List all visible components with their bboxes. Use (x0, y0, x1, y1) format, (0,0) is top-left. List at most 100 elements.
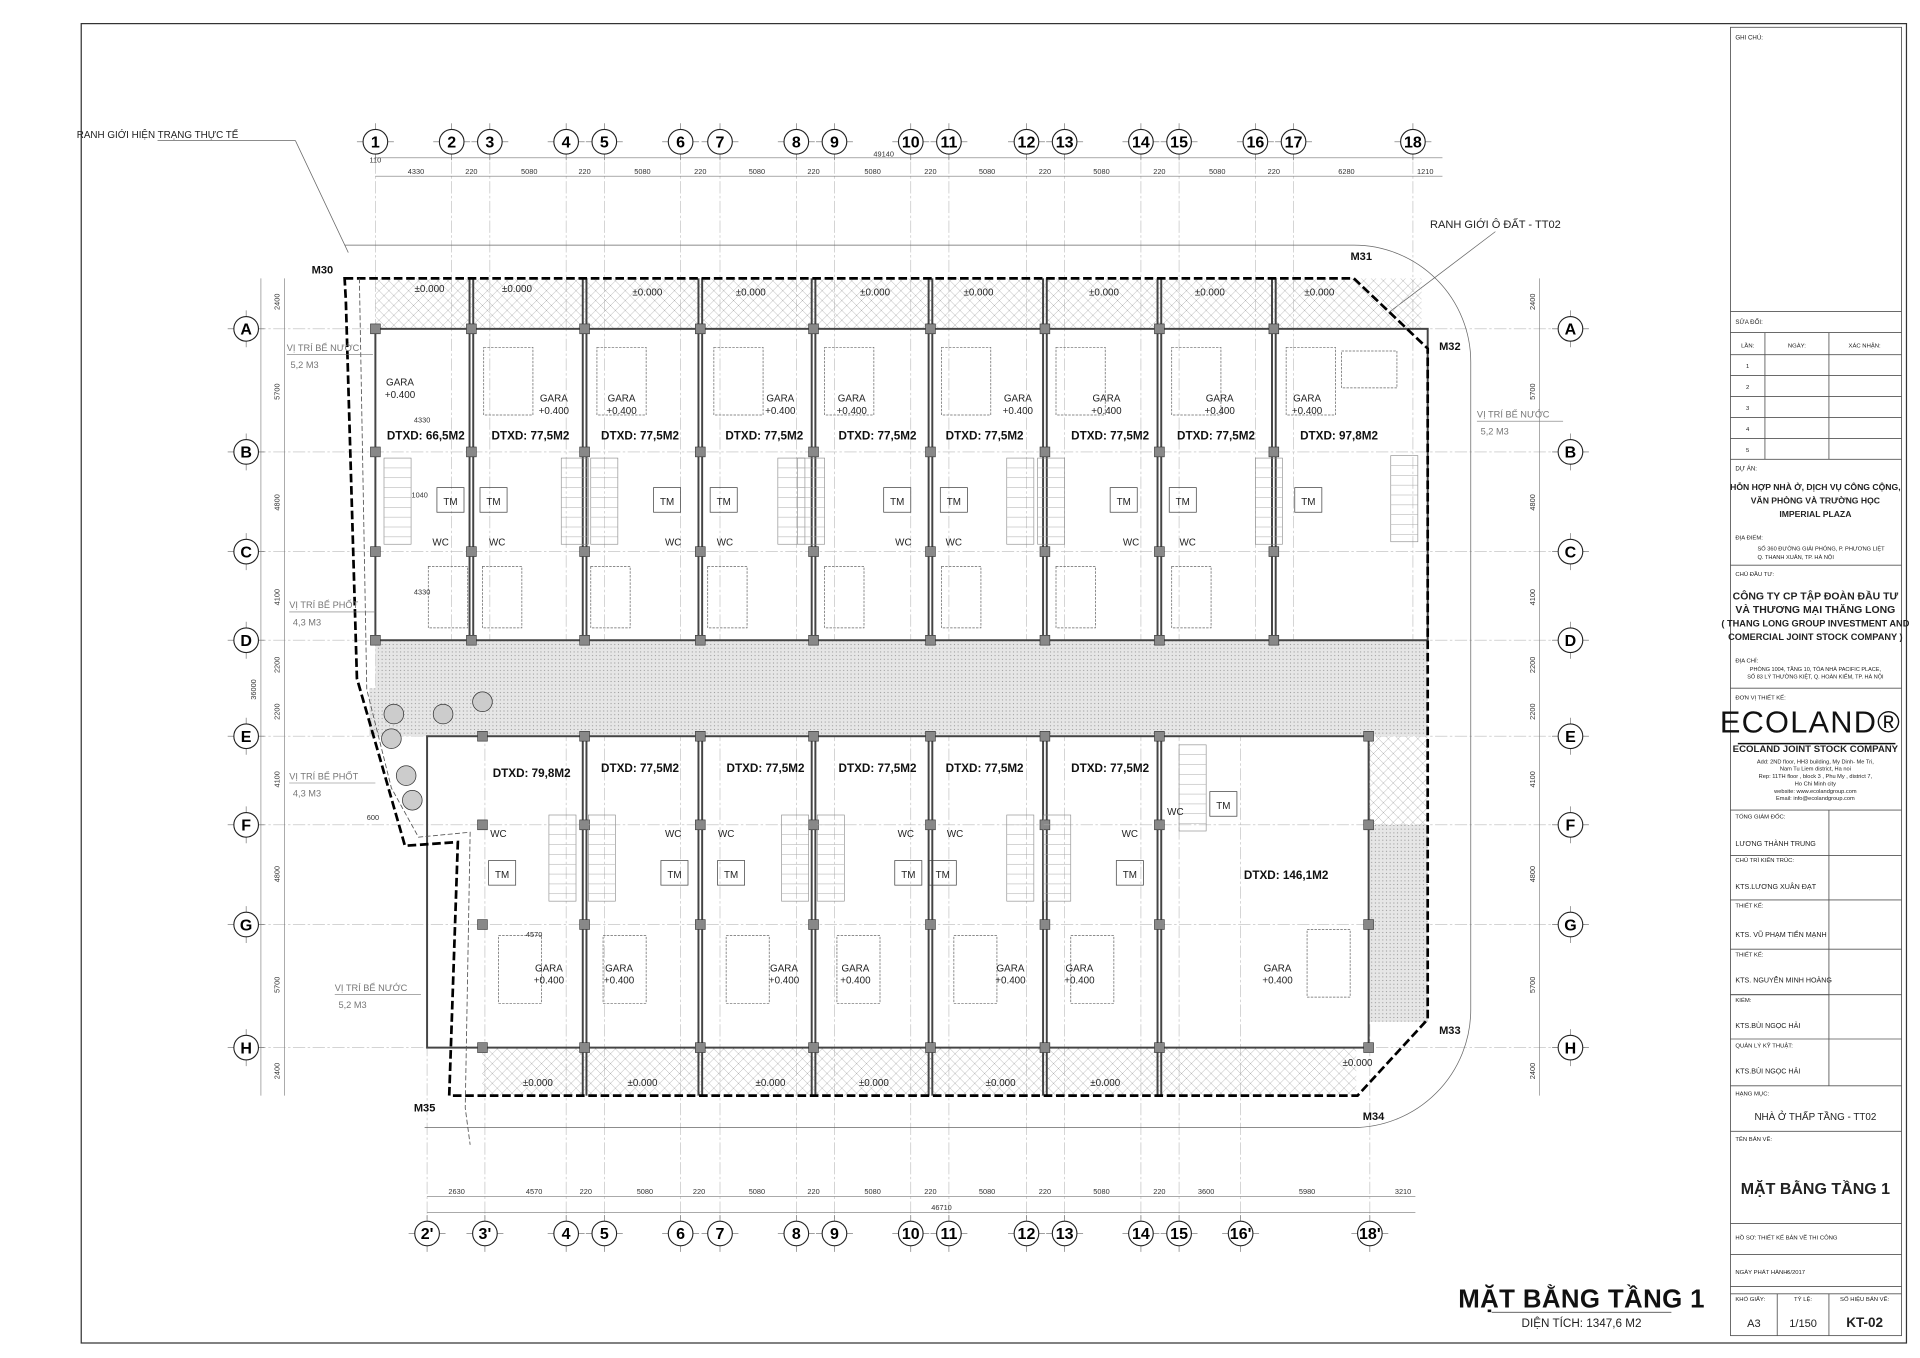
tree-icon (383, 703, 405, 725)
grid-axis-bottom[interactable]: 3' (466, 1215, 504, 1252)
grid-axis-bottom[interactable]: 18' (1351, 1215, 1389, 1252)
level-yard: ±0.000 (502, 284, 533, 295)
grid-axis-top-8[interactable]: 8 (777, 123, 815, 161)
grid-axis-left[interactable]: A (227, 310, 265, 348)
level-garage: +0.400 (606, 406, 637, 417)
structural-column (466, 635, 477, 646)
structural-column (925, 919, 936, 930)
grid-axis-top-1[interactable]: 1 (356, 123, 394, 161)
wc-label: WC (895, 537, 911, 548)
grid-axis-bottom[interactable]: 11 (930, 1215, 968, 1252)
elevator-label: TM (724, 870, 738, 881)
role-label: THIẾT KẾ: (1735, 902, 1763, 909)
grid-axis-bottom[interactable]: 9 (816, 1215, 853, 1252)
grid-axis-right[interactable]: B (1552, 433, 1589, 471)
wc-label: WC (665, 829, 681, 840)
elevator-label: TM (936, 870, 950, 881)
grid-axis-top-2[interactable]: 2 (433, 123, 471, 161)
staircase (781, 814, 809, 902)
dim-label: 4100 (1528, 589, 1537, 605)
grid-bubble-label: 12 (1018, 135, 1036, 152)
grid-axis-top-10[interactable]: 10 (892, 123, 930, 161)
garage-label: GARA (535, 963, 563, 974)
grid-axis-bottom[interactable]: 14 (1122, 1215, 1160, 1252)
ecoland-logo: ECOLAND® (1720, 705, 1901, 740)
grid-axis-bottom[interactable]: 4 (547, 1215, 585, 1252)
role-name: KTS.BÙI NGỌC HẢI (1735, 1066, 1800, 1075)
grid-bubble-label: 2 (447, 135, 456, 152)
grid-axis-right[interactable]: G (1552, 906, 1589, 944)
staircase (560, 457, 589, 545)
grid-axis-bottom[interactable]: 6 (662, 1215, 700, 1252)
grid-bubble-label: 2' (421, 1226, 434, 1243)
grid-axis-left[interactable]: D (227, 621, 265, 659)
dim-label: 5700 (272, 977, 281, 993)
grid-axis-left[interactable]: B (227, 433, 265, 471)
grid-axis-right[interactable]: C (1552, 533, 1589, 571)
revision-header: XÁC NHẬN: (1849, 342, 1881, 349)
grid-axis-bottom[interactable]: 13 (1046, 1215, 1084, 1252)
grid-axis-left[interactable]: E (227, 717, 265, 755)
elevator-shaft (928, 860, 957, 886)
grid-axis-right[interactable]: A (1552, 310, 1589, 348)
grid-axis-top-13[interactable]: 13 (1046, 123, 1084, 161)
grid-axis-top-3[interactable]: 3 (471, 123, 509, 161)
grid-axis-bottom[interactable]: 7 (701, 1215, 739, 1252)
grid-axis-top-18[interactable]: 18 (1394, 123, 1432, 161)
dim-label: 220 (694, 167, 706, 176)
tree-icon (381, 728, 402, 749)
grid-axis-top-4[interactable]: 4 (547, 123, 585, 161)
revision-number: 4 (1746, 427, 1750, 433)
dim-offset-top: 110 (370, 156, 382, 165)
structural-column (466, 323, 477, 335)
grid-axis-bottom[interactable]: 10 (892, 1215, 930, 1252)
level-garage: +0.400 (1292, 406, 1323, 417)
level-garage: +0.400 (837, 406, 868, 417)
owner-name: COMERCIAL JOINT STOCK COMPANY ) (1728, 632, 1902, 642)
grid-axis-bottom[interactable]: 8 (777, 1215, 815, 1252)
grid-bubble-label: 11 (940, 1226, 957, 1243)
grid-axis-top-17[interactable]: 17 (1275, 123, 1312, 161)
grid-axis-left[interactable]: H (227, 1029, 265, 1067)
grid-axis-right[interactable]: H (1552, 1029, 1589, 1067)
revision-number: 2 (1746, 385, 1749, 391)
grid-bubble-label: 12 (1018, 1226, 1036, 1243)
drawing-title: MẶT BẰNG TẦNG 1 (1458, 1283, 1705, 1313)
structural-column (695, 635, 706, 646)
grid-axis-top-9[interactable]: 9 (816, 123, 853, 161)
grid-axis-bottom[interactable]: 5 (585, 1215, 623, 1252)
grid-axis-right[interactable]: F (1552, 806, 1589, 844)
unit-area-label: DTXD: 77,5M2 (946, 430, 1024, 443)
grid-axis-top-15[interactable]: 15 (1160, 123, 1198, 161)
grid-axis-left[interactable]: C (227, 533, 265, 571)
car-parking-space (1341, 350, 1398, 389)
tank-volume: 5,2 M3 (290, 360, 318, 370)
grid-axis-top-5[interactable]: 5 (585, 123, 623, 161)
grid-axis-top-11[interactable]: 11 (930, 123, 968, 161)
staircase (1255, 457, 1283, 545)
car-parking-space (941, 566, 982, 629)
elevator-label: TM (1216, 801, 1230, 812)
grid-axis-bottom[interactable]: 12 (1008, 1215, 1045, 1252)
grid-axis-bottom[interactable]: 15 (1160, 1215, 1198, 1252)
grid-axis-left[interactable]: G (227, 906, 265, 944)
tank-volume: 5,2 M3 (338, 1000, 366, 1010)
dim-label: 600 (367, 813, 379, 822)
grid-axis-right[interactable]: E (1552, 717, 1589, 755)
project-name: IMPERIAL PLAZA (1779, 509, 1851, 519)
marker-33: M33 (1439, 1025, 1461, 1037)
car-parking-space (824, 346, 875, 416)
grid-axis-right[interactable]: D (1552, 621, 1589, 659)
grid-axis-top-6[interactable]: 6 (662, 123, 700, 161)
grid-axis-top-14[interactable]: 14 (1122, 123, 1160, 161)
grid-axis-left[interactable]: F (227, 806, 265, 844)
grid-bubble-label: 3' (479, 1226, 492, 1243)
grid-axis-bottom[interactable]: 2' (408, 1215, 446, 1252)
grid-axis-bottom[interactable]: 16' (1222, 1215, 1260, 1252)
grid-axis-top-7[interactable]: 7 (701, 123, 739, 161)
unit-area-label: DTXD: 77,5M2 (839, 430, 917, 443)
grid-axis-top-12[interactable]: 12 (1008, 123, 1045, 161)
grid-bubble-label: C (240, 544, 252, 561)
car-parking-space (1306, 929, 1351, 998)
grid-axis-top-16[interactable]: 16 (1236, 123, 1274, 161)
